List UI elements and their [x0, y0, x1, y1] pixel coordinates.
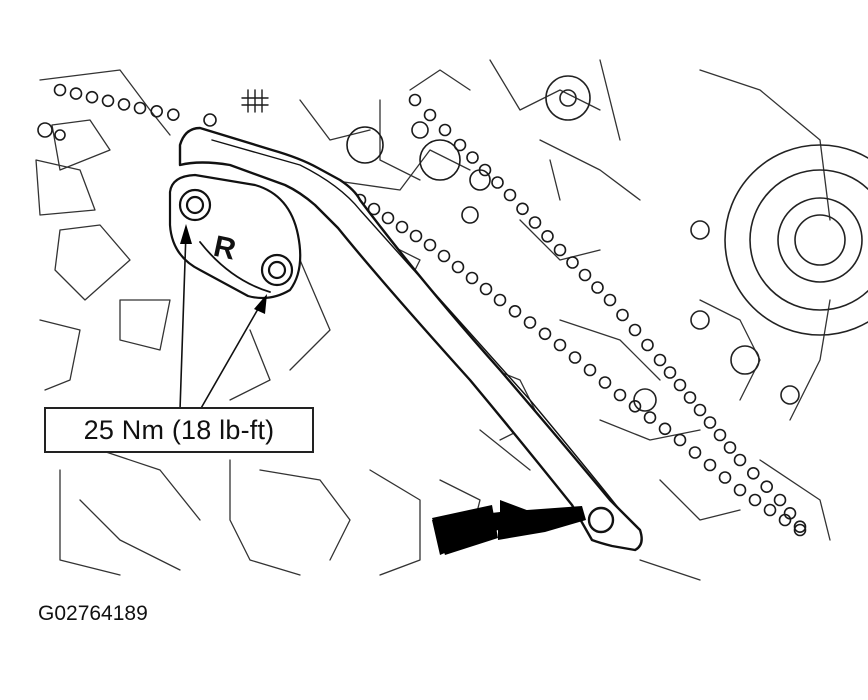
- chain-link: [598, 376, 612, 389]
- camshaft-sprocket: [545, 75, 868, 412]
- chain-guide: [178, 126, 643, 552]
- chain-link: [628, 399, 642, 413]
- chain-link: [673, 378, 687, 392]
- chain-link: [465, 271, 479, 285]
- chain-link: [150, 105, 163, 118]
- chain-link: [578, 268, 592, 282]
- chain-link: [641, 338, 654, 352]
- chain-link: [117, 98, 131, 111]
- chain-link: [683, 391, 697, 404]
- chain-link: [568, 351, 582, 364]
- tensioner-bolt-upper: [178, 188, 212, 222]
- chain-link: [101, 94, 115, 108]
- chain-link: [793, 520, 807, 534]
- chain-link: [69, 87, 83, 100]
- figure-id: G02764189: [38, 602, 148, 625]
- chain-link: [516, 202, 529, 216]
- chain-link: [718, 471, 732, 484]
- chain-link: [628, 323, 642, 337]
- chain-link: [466, 151, 479, 164]
- chain-link: [713, 428, 727, 442]
- chain-link: [409, 229, 423, 243]
- timing-chain-right: [408, 93, 807, 534]
- chain-link: [673, 433, 687, 447]
- chain-link: [538, 327, 552, 341]
- alignment-mark: [241, 89, 269, 113]
- chain-link: [491, 176, 504, 189]
- chain-link: [523, 316, 537, 329]
- chain-link: [793, 523, 807, 537]
- tensioner-bolt-lower: [260, 253, 294, 287]
- torque-spec-text: 25 Nm (18 lb-ft): [83, 414, 275, 445]
- direction-arrow-icon: [432, 500, 586, 555]
- chain-link: [381, 211, 395, 225]
- chain-link: [603, 293, 617, 307]
- chain-link: [53, 83, 67, 97]
- chain-link: [408, 93, 422, 107]
- chain-link: [703, 458, 717, 472]
- chain-link: [478, 163, 492, 177]
- chain-link: [703, 416, 717, 429]
- guide-pivot-bolt: [587, 506, 615, 534]
- chain-link: [395, 220, 409, 234]
- chain-link: [748, 493, 762, 507]
- chain-link: [763, 503, 777, 517]
- timing-chain-upper: [53, 83, 180, 121]
- chain-link: [663, 366, 677, 379]
- chain-link: [613, 388, 627, 402]
- chain-link: [479, 282, 493, 296]
- chain-link: [503, 188, 517, 202]
- chain-link: [746, 466, 760, 480]
- mounting-holes: [37, 113, 491, 224]
- chain-link: [451, 260, 465, 274]
- chain-link: [553, 243, 567, 257]
- chain-link: [167, 108, 180, 121]
- chain-link: [437, 249, 451, 263]
- chain-link: [438, 123, 452, 137]
- chain-link: [553, 338, 567, 352]
- chain-link: [133, 101, 147, 115]
- chain-link: [591, 281, 604, 294]
- chain-link: [653, 353, 667, 367]
- chain-link: [367, 202, 381, 216]
- chain-link: [733, 483, 747, 497]
- chain-link: [85, 90, 99, 104]
- chain-link: [423, 108, 437, 122]
- chain-link: [723, 441, 737, 454]
- chain-link: [493, 293, 507, 307]
- chain-link: [688, 446, 702, 459]
- chain-link: [658, 422, 672, 436]
- chain-link: [760, 480, 774, 494]
- chain-link: [583, 363, 597, 377]
- torque-spec-callout: 25 Nm (18 lb-ft): [44, 407, 314, 453]
- chain-link: [693, 403, 707, 417]
- chain-link: [566, 256, 579, 269]
- chain-link: [783, 506, 797, 520]
- chain-link: [773, 493, 787, 507]
- chain-link: [508, 304, 522, 318]
- chain-link: [733, 453, 747, 467]
- chain-link: [528, 216, 542, 229]
- chain-link: [643, 411, 657, 424]
- chain-link: [616, 308, 629, 322]
- chain-link: [453, 138, 467, 152]
- callout-arrowheads: [180, 224, 267, 314]
- chain-link: [423, 238, 437, 252]
- chain-link: [541, 230, 554, 243]
- callout-leader-lines: [179, 231, 263, 411]
